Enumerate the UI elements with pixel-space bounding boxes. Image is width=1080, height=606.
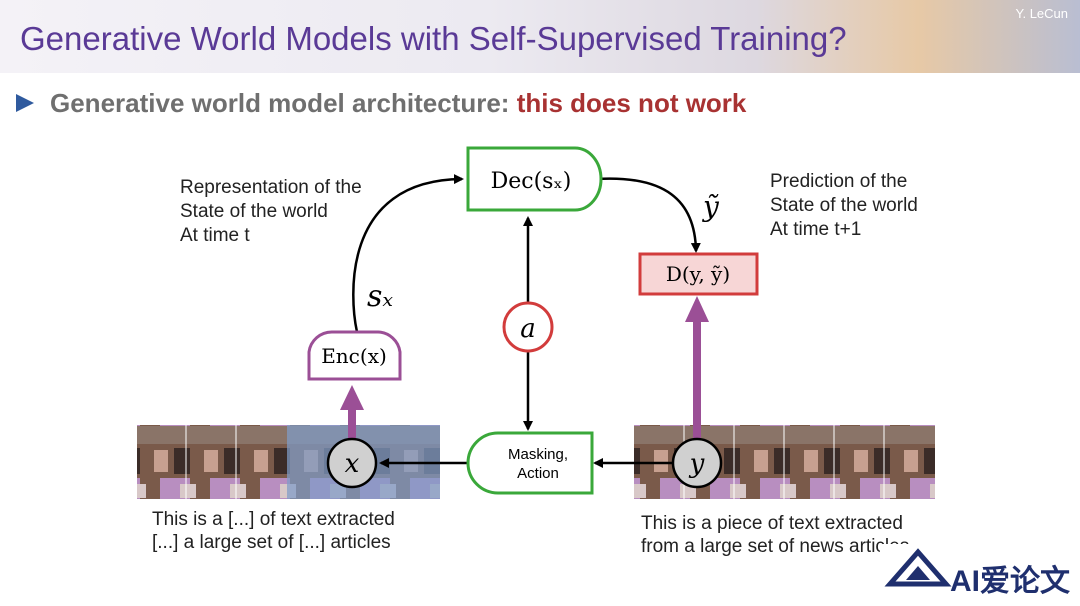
target-node [671,437,723,489]
sx-label: sₓ [367,279,393,314]
target-label: y [689,449,705,479]
masking-label-2: Action [517,465,559,482]
watermark-logo-inner [906,566,930,580]
right-caption: This is a piece of text extracted from a… [641,512,909,558]
input-label: x [345,449,360,479]
left-caption-line-1: This is a [...] of text extracted [152,509,395,530]
encoder-label: Enc(x) [321,344,387,368]
ytilde-label: ỹ [701,190,720,223]
distance-label: D(y, ỹ) [666,262,730,286]
encoder-node [307,330,402,381]
watermark-logo-icon [884,548,952,587]
masking-label-1: Masking, [508,446,568,463]
subtitle-emphasis: this does not work [516,88,747,118]
left-caption: This is a [...] of text extracted [...] … [152,508,395,554]
subtitle-main: Generative world model architecture: [50,88,517,118]
author-label: Y. LeCun [1015,6,1068,21]
distance-node [638,252,759,296]
representation-line-3: At time t [180,225,250,246]
action-label: a [520,314,536,344]
bullet-triangle-icon [16,94,34,112]
decoder-label: Dec(sₓ) [491,169,572,194]
watermark-text: AI爱论文 [950,565,1070,598]
left-caption-line-2: [...] a large set of [...] articles [152,532,391,553]
subtitle: Generative world model architecture: thi… [50,88,746,119]
decoder-to-distance-arrow [595,177,701,253]
representation-line-2: State of the world [180,201,328,222]
right-caption-line-2: from a large set of news articles [641,536,910,557]
sx-to-decoder-arrow [352,174,464,333]
representation-line-1: Representation of the [180,177,362,198]
input-node [326,437,378,489]
prediction-line-2: State of the world [770,195,918,216]
right-caption-line-1: This is a piece of text extracted [641,513,903,534]
masking-node [466,431,594,495]
decoder-node [466,146,603,212]
input-frames-left [137,425,287,499]
prediction-label: Prediction of the State of the world At … [770,170,918,242]
slide-header: Generative World Models with Self-Superv… [0,0,1080,73]
action-node [502,301,554,353]
prediction-line-1: Prediction of the [770,171,908,192]
prediction-line-3: At time t+1 [770,219,862,240]
slide-title: Generative World Models with Self-Superv… [20,20,847,57]
representation-label: Representation of the State of the world… [180,176,362,248]
